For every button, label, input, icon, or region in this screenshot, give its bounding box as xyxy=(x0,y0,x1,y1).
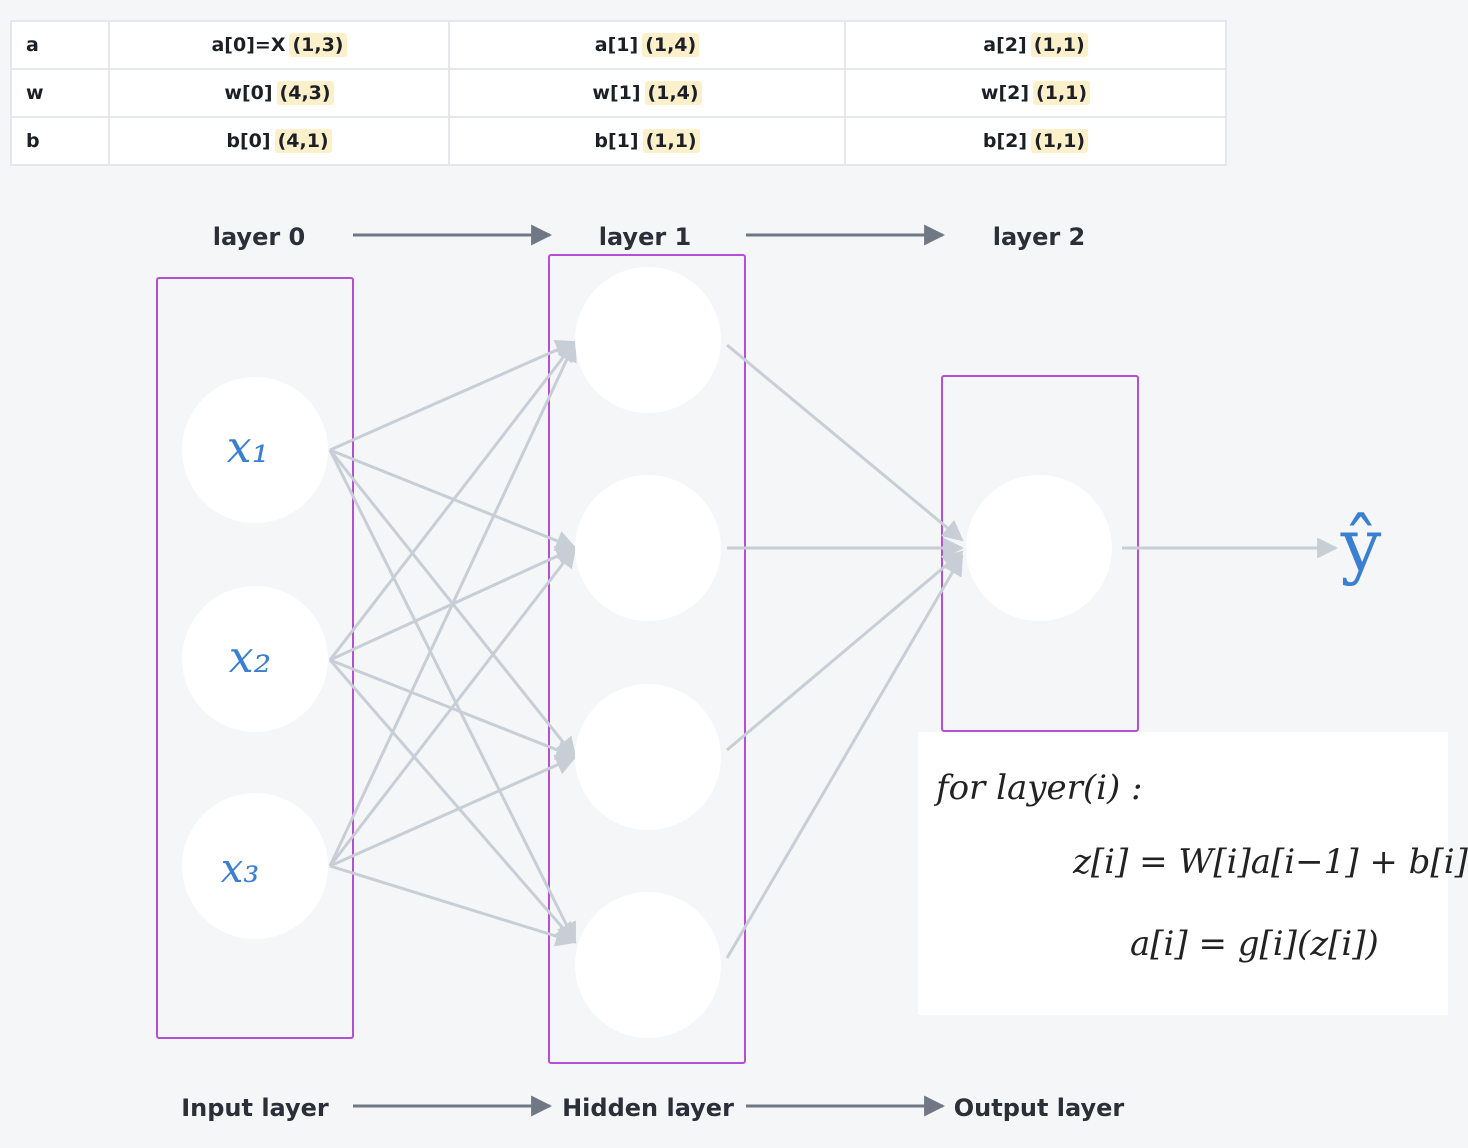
table-cell: b[1](1,1) xyxy=(448,116,846,166)
table-cell: w[2](1,1) xyxy=(844,68,1227,118)
hidden-layer-box xyxy=(548,254,746,1064)
edge xyxy=(328,659,577,944)
table-cell: b[2](1,1) xyxy=(844,116,1227,166)
table-cell: w[0](4,3) xyxy=(108,68,450,118)
row-head: w xyxy=(10,68,110,118)
dim-badge: (1,3) xyxy=(289,33,347,57)
layer-1-label: layer 1 xyxy=(599,223,692,251)
layer-0-label: layer 0 xyxy=(213,223,306,251)
cell-label: w[1] xyxy=(592,82,641,104)
edge xyxy=(725,554,964,959)
output-node xyxy=(966,475,1112,621)
edge xyxy=(726,550,964,752)
table-cell: b[0](4,1) xyxy=(108,116,450,166)
dim-badge: (1,1) xyxy=(1030,33,1088,57)
edge xyxy=(328,449,577,944)
input-node xyxy=(182,793,328,939)
hidden-node xyxy=(575,475,721,621)
dim-badge: (4,3) xyxy=(276,81,334,105)
dim-badge: (1,1) xyxy=(1031,129,1089,153)
dim-badge: (4,1) xyxy=(274,129,332,153)
dim-badge: (1,1) xyxy=(1033,81,1091,105)
table-cell: a[2](1,1) xyxy=(844,20,1227,70)
input-layer-label: Input layer xyxy=(181,1094,329,1122)
layer-2-label: layer 2 xyxy=(993,223,1086,251)
hidden-node xyxy=(575,684,721,830)
table-row: a a[0]=X(1,3) a[1](1,4) a[2](1,1) xyxy=(10,20,1227,70)
cell-label: b[1] xyxy=(594,130,639,152)
input-layer-box xyxy=(156,277,354,1039)
edge xyxy=(328,340,577,867)
edge xyxy=(328,340,577,661)
input-label-x3: x₃ xyxy=(221,846,260,892)
hidden-node xyxy=(575,892,721,1038)
table-cell: a[1](1,4) xyxy=(448,20,846,70)
cell-label: b[2] xyxy=(982,130,1028,152)
cell-label: a[0]=X xyxy=(211,34,286,56)
formula-box: for layer(i) : z[i] = W[i]a[i−1] + b[i] … xyxy=(918,732,1468,1015)
input-node xyxy=(182,377,328,523)
shape-table: a a[0]=X(1,3) a[1](1,4) a[2](1,1) w w[0]… xyxy=(10,20,1227,166)
output-label-yhat: ŷ xyxy=(1340,503,1382,587)
formula-z: z[i] = W[i]a[i−1] + b[i] xyxy=(1073,842,1468,882)
row-head: b xyxy=(10,116,110,166)
input-label-x2: x₂ xyxy=(229,632,271,683)
table-row: w w[0](4,3) w[1](1,4) w[2](1,1) xyxy=(10,68,1227,118)
dim-badge: (1,4) xyxy=(644,81,702,105)
edge xyxy=(329,755,577,868)
hidden-layer-label: Hidden layer xyxy=(562,1094,734,1122)
table-cell: a[0]=X(1,3) xyxy=(108,20,450,70)
hidden-node xyxy=(575,267,721,413)
formula-heading: for layer(i) : xyxy=(936,768,1143,808)
dim-badge: (1,1) xyxy=(642,129,700,153)
cell-label: a[1] xyxy=(594,34,639,56)
table-cell: w[1](1,4) xyxy=(448,68,846,118)
formula-a: a[i] = g[i](z[i]) xyxy=(1130,924,1379,964)
edge xyxy=(329,340,577,452)
cell-label: w[0] xyxy=(224,82,273,104)
dim-badge: (1,4) xyxy=(642,33,700,57)
row-head: a xyxy=(10,20,110,70)
input-label-x1: x₁ xyxy=(227,422,269,473)
edge xyxy=(726,343,964,542)
edge xyxy=(329,864,578,947)
output-layer-label: Output layer xyxy=(954,1094,1125,1122)
input-node xyxy=(182,586,328,732)
table-row: b b[0](4,1) b[1](1,1) b[2](1,1) xyxy=(10,116,1227,166)
cell-label: a[2] xyxy=(983,34,1027,56)
edge xyxy=(328,546,577,867)
cell-label: w[2] xyxy=(980,82,1030,104)
cell-label: b[0] xyxy=(226,130,271,152)
